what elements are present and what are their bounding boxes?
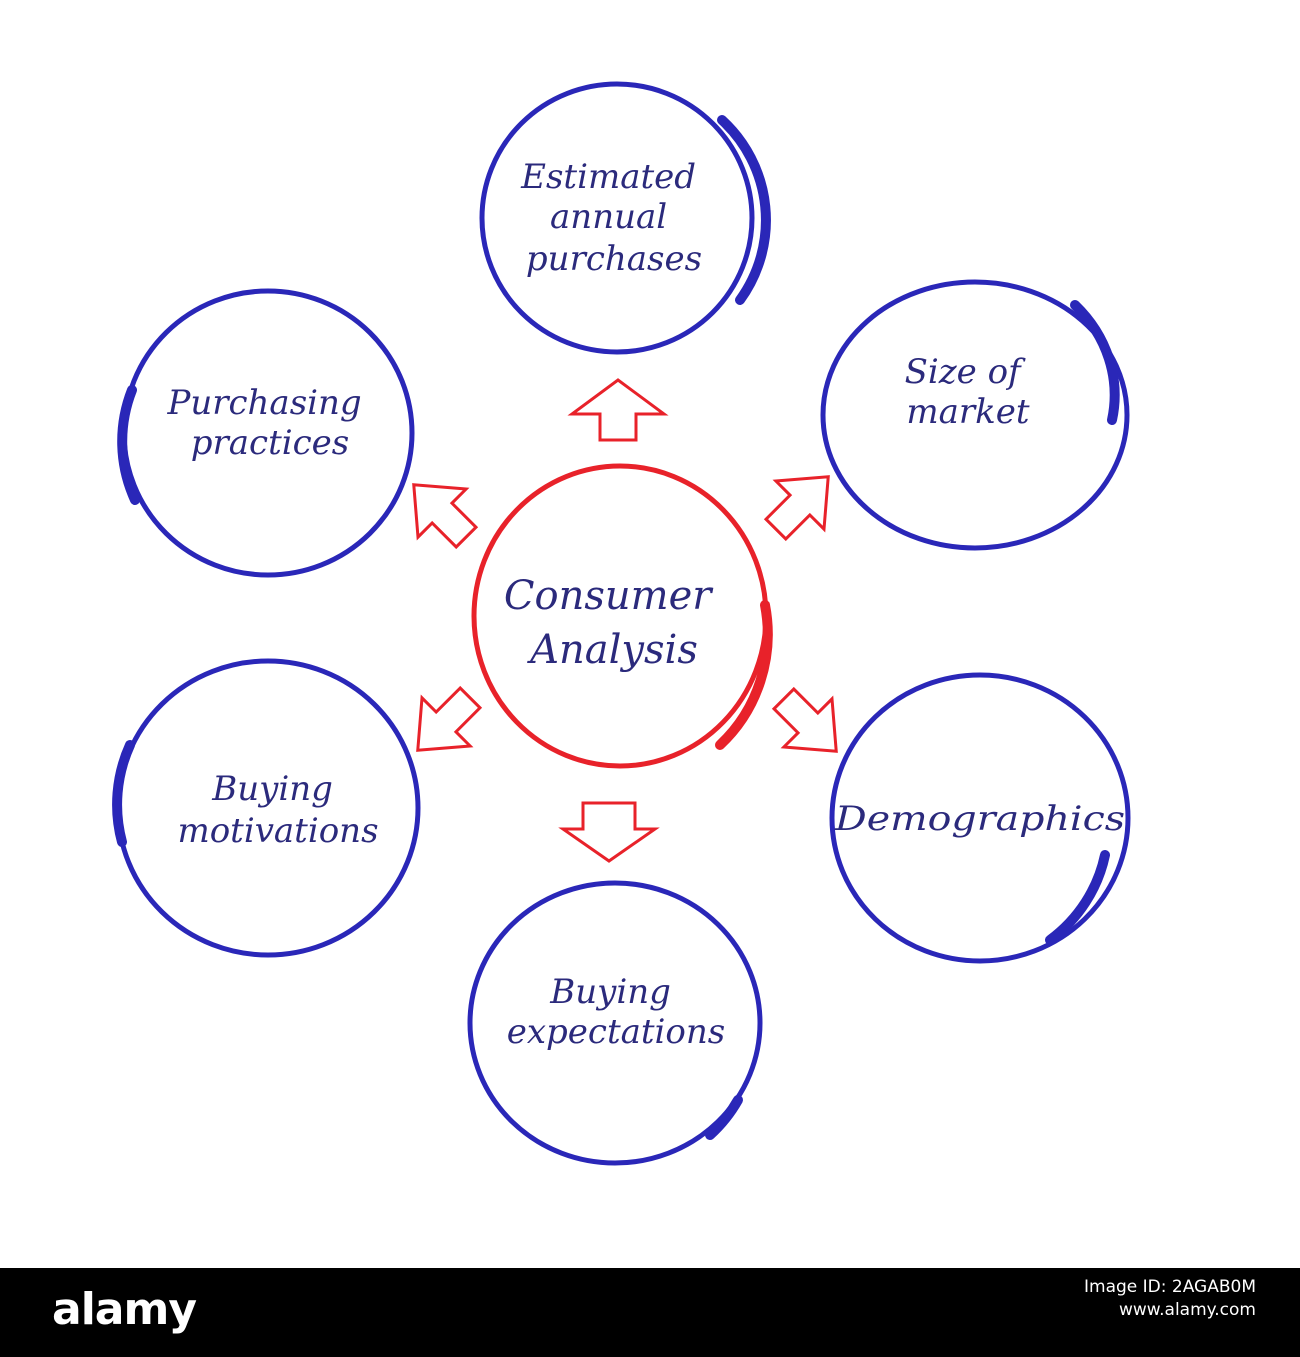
circle-buying-motivations [112,658,421,958]
arrow-upper-right [763,475,830,542]
diagram-canvas: Consumer Analysis Estimated annual purch… [112,81,1131,1166]
arrow-up [567,378,669,442]
footer-bar: alamy Image ID: 2AGAB0M www.alamy.com [0,1268,1300,1357]
alamy-logo[interactable]: alamy [52,1284,197,1335]
node-label-estimated-annual-purchases: Estimated annual purchases [520,157,707,279]
center-label: Consumer Analysis [504,573,724,673]
arrow-lower-left [416,685,483,752]
image-id-info: Image ID: 2AGAB0M www.alamy.com [1084,1276,1256,1322]
node-label-buying-motivations: Buying motivations [177,769,378,851]
circle-estimated-annual-purchases [479,81,771,355]
circle-purchasing-practices [117,288,415,578]
image-id: Image ID: 2AGAB0M [1084,1277,1256,1297]
circle-buying-expectations [467,880,763,1166]
circle-consumer-analysis [471,463,773,769]
node-label-purchasing-practices: Purchasing practices [166,383,372,463]
circle-size-of-market [820,279,1130,551]
circle-demographics [829,672,1131,964]
node-label-demographics: Demographics [834,799,1125,839]
node-label-size-of-market: Size of market [905,352,1032,432]
arrow-down [558,801,660,863]
arrow-lower-right [771,686,838,753]
node-label-buying-expectations: Buying expectations [507,972,726,1052]
arrow-upper-left [412,483,479,550]
site-url[interactable]: www.alamy.com [1118,1299,1256,1320]
